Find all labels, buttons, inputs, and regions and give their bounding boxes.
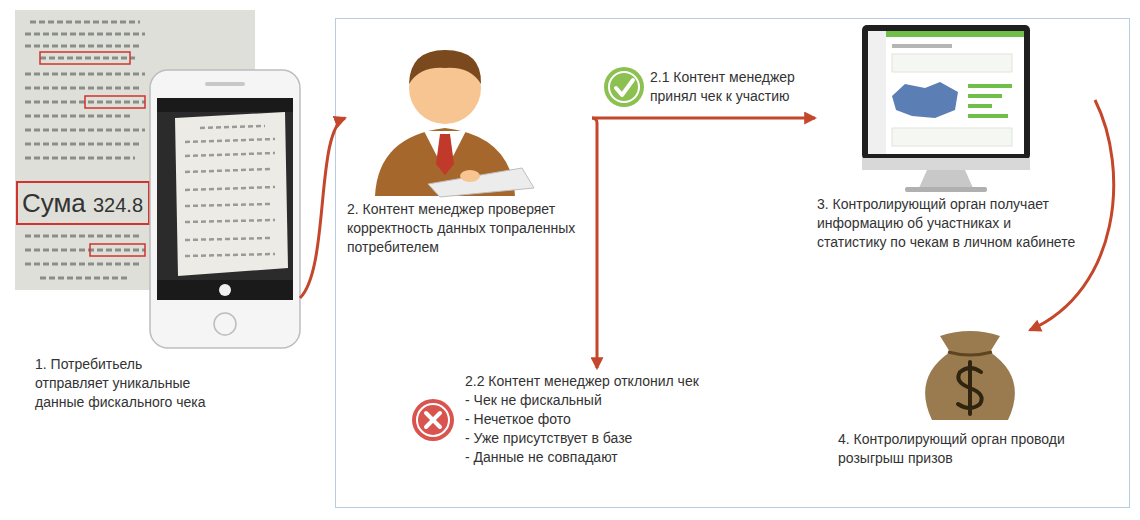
receipt-line — [25, 45, 140, 48]
screen-panel — [892, 128, 1012, 146]
receipt-text: Сума — [22, 188, 86, 218]
step-node: 2.2 Контент менеджер отклонил чек- Чек н… — [405, 368, 722, 478]
screen-bar — [968, 84, 1012, 88]
rejected-icon-ring — [417, 404, 449, 436]
receipt-line — [185, 220, 275, 222]
receipt-line — [185, 254, 275, 256]
photo-receipt — [175, 112, 288, 276]
money-bag — [925, 331, 1015, 420]
phone-screen — [157, 98, 293, 300]
accepted-icon-ring — [609, 72, 639, 102]
receipt-print — [25, 22, 145, 278]
step-item: - Данные не совпадают — [465, 448, 720, 467]
photo-receipt-print — [185, 126, 275, 256]
shutter-button — [219, 284, 231, 296]
receipt-line — [25, 157, 135, 160]
frame — [336, 19, 1130, 508]
receipt-line — [25, 115, 130, 118]
step-item: - Чек не фискальный — [465, 391, 720, 410]
screen-bar — [968, 104, 992, 108]
receipt-line — [185, 187, 275, 190]
receipt-line — [25, 73, 145, 76]
receipt-line — [25, 129, 145, 132]
monitor-stand — [919, 170, 973, 188]
step-text: 2. Контент менеджер проверяет корректнос… — [347, 200, 590, 257]
step-node: 4. Контролирующий орган проводи розыгрыш… — [835, 330, 1102, 475]
keyboard — [428, 168, 534, 197]
receipt-text: 324.8 — [93, 194, 143, 217]
screen-bar — [968, 94, 1002, 98]
monitor-chin — [862, 158, 1030, 170]
receipt-line — [25, 249, 145, 252]
flow-arrow — [592, 118, 597, 368]
receipt-line — [200, 126, 265, 128]
step-item: - Нечеткое фото — [465, 410, 720, 429]
highlight-box — [90, 244, 145, 256]
step-text: 2.2 Контент менеджер отклонил чек — [465, 372, 720, 391]
camera-bar — [157, 98, 293, 112]
text-block: 2. Контент менеджер проверяет корректнос… — [347, 200, 590, 257]
step-text: 4. Контролирующий орган проводи розыгрыш… — [838, 430, 1100, 468]
text-block: 4. Контролирующий орган проводи розыгрыш… — [838, 430, 1100, 468]
flow-arrow — [300, 118, 345, 298]
accepted-icon — [604, 67, 644, 107]
highlight-box — [85, 96, 145, 108]
monitor-frame — [862, 25, 1030, 160]
receipt-line — [25, 143, 140, 146]
manager-tie — [436, 134, 454, 175]
step-item: - Уже присутствует в базе — [465, 429, 720, 448]
text-block: 2.2 Контент менеджер отклонил чек- Чек н… — [465, 372, 720, 467]
receipt-line — [25, 33, 145, 36]
receipt-line — [185, 169, 270, 172]
receipt-line — [40, 57, 135, 60]
receipt-line — [185, 204, 270, 206]
flow-arrow — [592, 117, 815, 120]
monitor-base — [905, 187, 987, 192]
step-text: 3. Контролирующий орган получает информа… — [817, 195, 1079, 252]
text-block: 3. Контролирующий орган получает информа… — [817, 195, 1079, 252]
home-button — [214, 313, 236, 335]
screen-bar — [968, 114, 1008, 118]
receipt-line — [25, 87, 140, 90]
receipt-line — [25, 235, 140, 238]
flow-arrow — [1030, 100, 1114, 330]
step-node: 2. Контент менеджер проверяет корректнос… — [345, 35, 592, 265]
step-node: 3. Контролирующий орган получает информа… — [815, 25, 1095, 280]
receipt-line — [185, 238, 270, 240]
manager-hand — [460, 170, 480, 182]
edge-label: 2.1 Контент менеджер принял чек к участи… — [650, 68, 815, 106]
monitor-screen — [868, 31, 1024, 154]
step-text: 1. Потребитьель отправляет уникальные да… — [35, 355, 215, 412]
screen-header — [886, 31, 1024, 37]
screen-map — [892, 82, 958, 118]
receipt-line — [25, 263, 140, 266]
screen-sidebar — [868, 31, 886, 154]
camera-controls — [157, 280, 293, 300]
highlight-box — [40, 52, 130, 64]
manager-hair — [409, 50, 481, 84]
rejected-icon — [412, 399, 454, 441]
phone-speaker — [205, 82, 245, 86]
phone-body — [150, 70, 300, 348]
cross-mark — [426, 413, 440, 427]
dollar-symbol — [958, 362, 982, 414]
bag-rope — [948, 352, 992, 355]
receipt-line — [185, 139, 275, 142]
receipt-line — [30, 21, 140, 24]
screen-line — [892, 44, 952, 48]
highlight-box — [17, 182, 149, 224]
check-mark — [616, 80, 633, 95]
receipt-line — [40, 277, 130, 280]
text-block: 1. Потребитьель отправляет уникальные да… — [35, 355, 215, 412]
receipt-line — [185, 153, 275, 156]
screen-panel — [892, 54, 1012, 72]
